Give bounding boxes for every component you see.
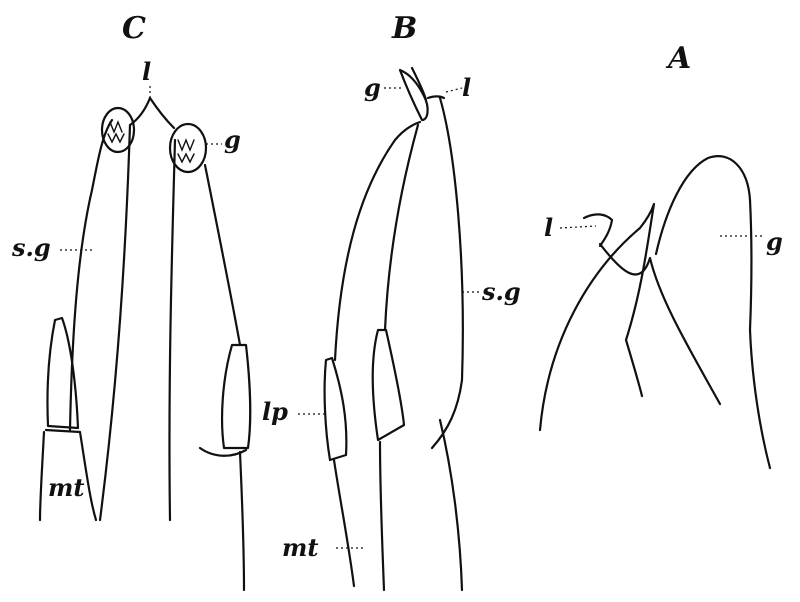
panel-c-label-mt: mt	[48, 473, 84, 502]
panel-c-label-g: g	[224, 125, 241, 154]
panel-c-right-palp	[222, 345, 250, 448]
panel-b-lower-body	[380, 420, 462, 590]
panel-c: C l g s.g mt	[11, 11, 250, 590]
panel-b-label-lp: lp	[262, 397, 288, 426]
panel-c-right-gland-texture	[178, 140, 194, 162]
panel-b-label-g: g	[364, 73, 381, 102]
panel-a-leader-l	[560, 226, 596, 228]
panel-a-label-l: l	[544, 213, 553, 242]
panel-b-label-l: l	[462, 73, 471, 102]
panel-c-label-sg: s.g	[11, 233, 51, 262]
panel-b-label-sg: s.g	[481, 277, 521, 306]
panel-a-right-lobe	[656, 156, 770, 468]
panel-b-letter: B	[391, 11, 417, 46]
panel-b-labial-palp	[325, 358, 347, 460]
panel-a-label-g: g	[766, 227, 783, 256]
panel-b: B g l s.g lp mt	[262, 11, 521, 590]
panel-b-mt-stalk	[334, 460, 354, 586]
panel-a-letter: A	[665, 41, 691, 76]
panel-c-right-mt	[200, 448, 246, 590]
panel-c-letter: C	[122, 11, 146, 46]
panel-c-left-gland-texture	[108, 122, 124, 142]
panel-b-label-mt: mt	[282, 533, 318, 562]
panel-b-inner-palp	[373, 330, 404, 440]
panel-a-ligula	[584, 214, 612, 246]
panel-a: A l g	[540, 41, 783, 468]
panel-a-left-lobe	[540, 204, 654, 430]
panel-a-middle-edge	[600, 244, 720, 404]
panel-b-leader-l	[446, 88, 462, 92]
panel-c-left-lobe	[70, 98, 150, 520]
panel-c-label-l: l	[142, 57, 151, 86]
